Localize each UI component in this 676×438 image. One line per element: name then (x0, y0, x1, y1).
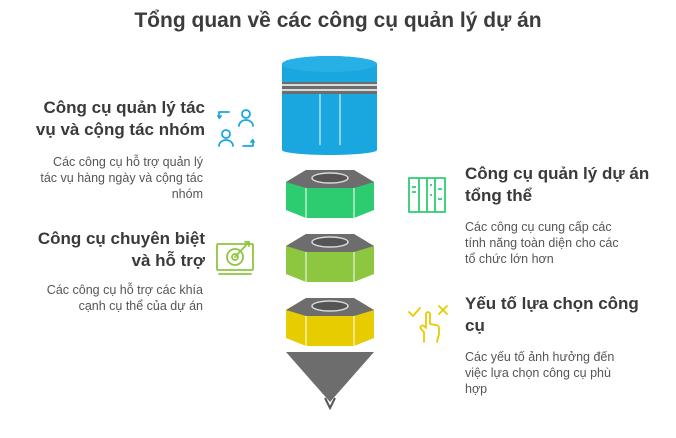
item-desc-specialized: Các công cụ hỗ trợ các khía cạnh cụ thể … (46, 283, 203, 313)
item-heading-overall-pm: Công cụ quản lý dự án tổng thể (465, 164, 650, 205)
segment-2-facets (305, 186, 355, 218)
segment-1-band (282, 80, 377, 94)
segment-1-facets (319, 94, 341, 150)
diagram-title: Tổng quan về các công cụ quản lý dự án (134, 9, 542, 32)
segment-1-bottom (282, 145, 377, 155)
segment-1-top-face (282, 56, 377, 72)
segment-4-hole (311, 300, 349, 312)
stacked-pencil-diagram (282, 56, 377, 411)
pencil-tip (286, 352, 374, 402)
kanban-board-icon (408, 177, 446, 213)
target-monitor-icon (216, 241, 254, 275)
item-desc-overall-pm: Các công cụ cung cấp các tính năng toàn … (465, 220, 619, 266)
pencil-point (324, 397, 336, 411)
item-heading-specialized: Công cụ chuyên biệt và hỗ trợ (37, 229, 205, 270)
segment-3-hole (311, 236, 349, 248)
segment-3-facets (305, 250, 355, 282)
team-exchange-icon (217, 109, 255, 147)
item-heading-selection-factors: Yếu tố lựa chọn công cụ (465, 294, 639, 335)
item-heading-task-collab: Công cụ quản lý tác vụ và cộng tác nhóm (35, 98, 205, 139)
choice-hand-icon (408, 305, 448, 343)
item-desc-task-collab: Các công cụ hỗ trợ quản lý tác vụ hàng n… (40, 155, 203, 201)
item-desc-selection-factors: Các yếu tố ảnh hưởng đến việc lựa chọn c… (465, 350, 615, 396)
segment-2-hole (311, 172, 349, 184)
segment-1-band-lines (282, 84, 377, 91)
segment-4-facets (305, 314, 355, 346)
